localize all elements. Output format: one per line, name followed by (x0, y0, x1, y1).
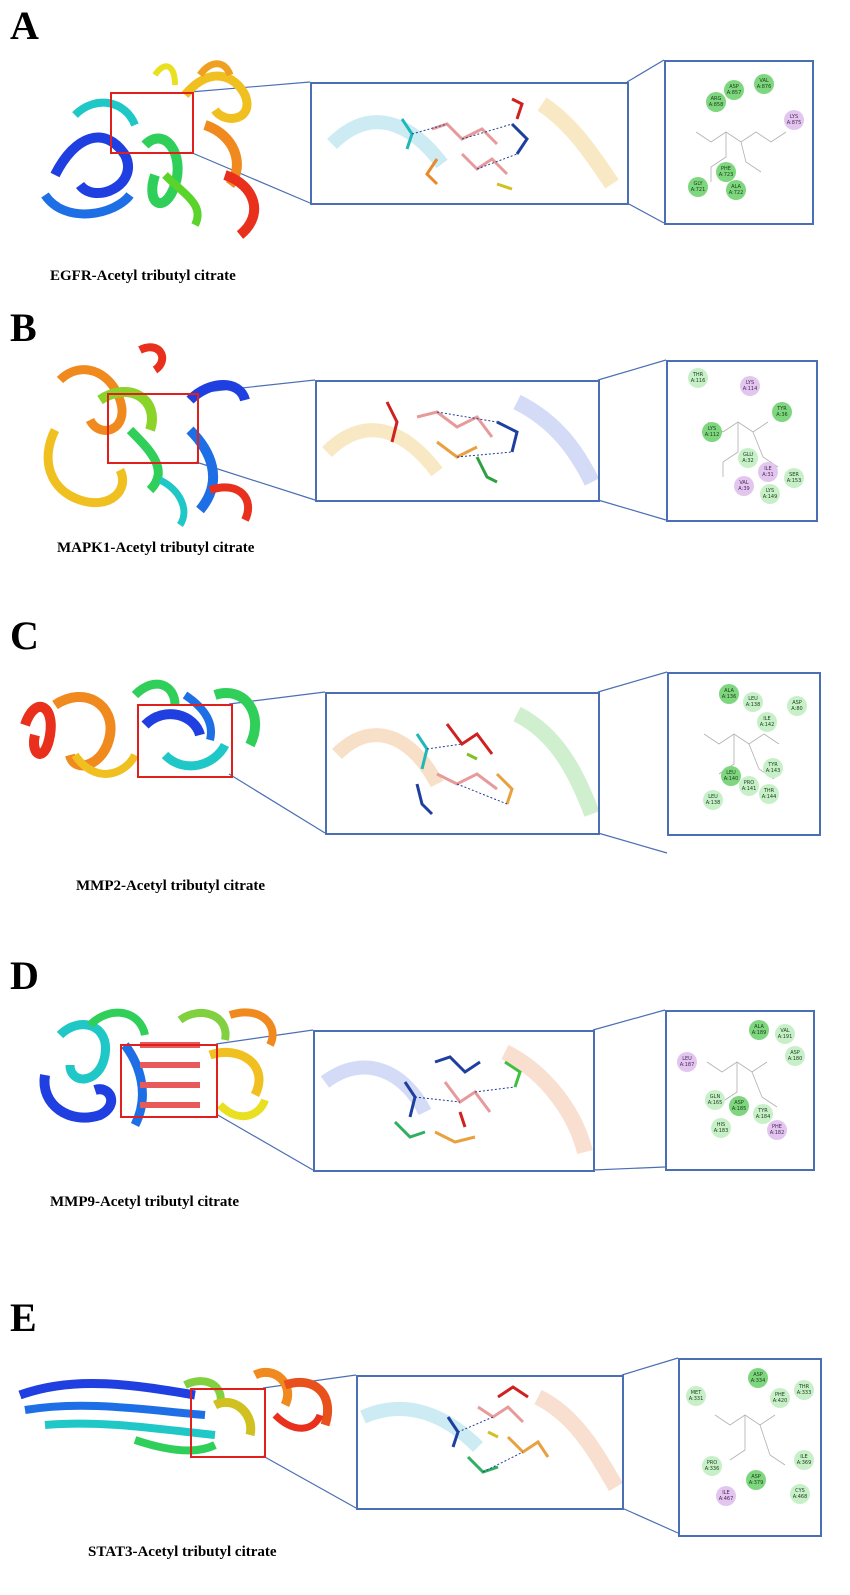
panel-letter: D (10, 953, 39, 998)
panel-a: A (0, 0, 850, 300)
panel-b: B (0, 300, 850, 600)
binding-site-selection (110, 92, 194, 154)
panel-caption: MAPK1-Acetyl tributyl citrate (57, 540, 255, 556)
panel-caption: MMP2-Acetyl tributyl citrate (76, 878, 266, 894)
panel-letter: E (10, 1295, 37, 1340)
binding-pocket-zoom (313, 1030, 595, 1172)
panel-caption: MMP9-Acetyl tributyl citrate (50, 1194, 240, 1210)
binding-pocket-zoom (315, 380, 600, 502)
binding-site-selection (190, 1388, 266, 1458)
protein-ribbon-stat3 (18, 1367, 333, 1455)
panel-letter: B (10, 305, 37, 350)
protein-ribbon-egfr (41, 60, 260, 239)
binding-pocket-zoom (356, 1375, 624, 1510)
panel-letter: C (10, 613, 39, 658)
binding-site-selection (120, 1044, 218, 1118)
panel-caption: STAT3-Acetyl tributyl citrate (88, 1544, 277, 1560)
panel-caption: EGFR-Acetyl tributyl citrate (50, 268, 236, 284)
binding-site-selection (137, 704, 233, 778)
protein-ribbon-mapk1 (43, 343, 253, 527)
binding-pocket-zoom (310, 82, 629, 205)
binding-site-selection (107, 393, 199, 464)
binding-pocket-zoom (325, 692, 600, 835)
panel-letter: A (10, 3, 39, 48)
panel-c: C (0, 610, 850, 910)
panel-d: D (0, 950, 850, 1250)
protein-ribbon-mmp2 (20, 679, 260, 778)
panel-e: E (0, 1290, 850, 1595)
